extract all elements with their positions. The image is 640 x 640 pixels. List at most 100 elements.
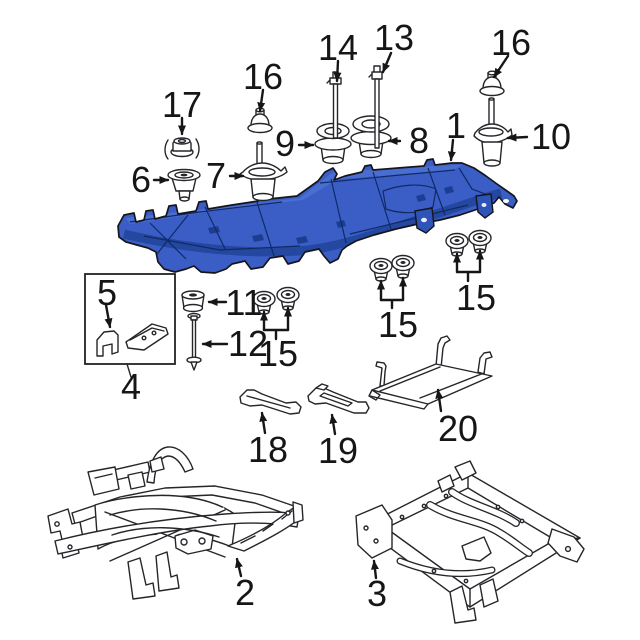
callout-arrow-3 [371, 559, 379, 580]
p17-hole [177, 138, 187, 144]
frame-rear-hook-hole [503, 199, 509, 203]
p3-hole [519, 518, 525, 524]
p3-hole [373, 538, 379, 544]
part-1-frame [117, 158, 518, 274]
p2-left-box [87, 466, 120, 496]
part-3-rear-crossmember-assembly [355, 460, 585, 624]
callout-label-1: 1 [446, 105, 466, 146]
p16r-dome [482, 76, 502, 90]
frame-cab-mount-bracket [414, 193, 494, 234]
callout-label-17: 17 [162, 84, 202, 125]
part-16-cap-right [479, 70, 505, 97]
callout-label-15c: 15 [456, 277, 496, 318]
callout-label-15a: 15 [258, 333, 298, 374]
p6-hole [180, 173, 188, 177]
part-15-grommet [468, 229, 492, 254]
part-19-brace [307, 383, 370, 414]
p3-center-bracket [461, 536, 492, 562]
part-5-hole [151, 330, 157, 336]
p3-hole [431, 568, 437, 574]
p13-shaft [374, 78, 380, 149]
callout-label-19: 19 [318, 430, 358, 471]
part-5-wedge-bracket [125, 323, 169, 351]
callout-label-10: 10 [531, 116, 571, 157]
callout-label-3: 3 [367, 573, 387, 614]
p2-feet [127, 551, 180, 600]
part-10-body-mount-stud [473, 97, 513, 167]
p3-bottom-crossmember-fill [397, 558, 495, 576]
p2-mid-tabs [127, 456, 165, 490]
callout-bracket-15c [455, 270, 482, 283]
callout-label-7: 7 [206, 155, 226, 196]
part-15-grommet [445, 232, 469, 257]
p12-head-side [190, 315, 198, 321]
callout-label-6: 6 [131, 159, 151, 200]
p20-center-arm [435, 335, 451, 369]
kit-box [84, 273, 176, 365]
p8-body-bottom [360, 149, 382, 159]
callout-label-18: 18 [248, 429, 288, 470]
p14-shaft [332, 83, 339, 139]
callout-arrow-18 [259, 411, 268, 435]
p3-left-box-bracket [355, 504, 393, 559]
part-15-grommet [369, 257, 393, 282]
callout-arrow-14 [333, 59, 342, 83]
p20-plate-lines [379, 366, 485, 399]
part-15-grommet [276, 286, 300, 311]
part-5-clip [96, 330, 119, 357]
p2-near-rail [54, 511, 300, 555]
p3-right-bracket [547, 528, 585, 563]
p3-hole [495, 504, 501, 510]
p8-flange [350, 130, 392, 146]
callout-bracket-15a [262, 328, 290, 341]
p10-flare-inner [478, 127, 504, 137]
p12-tip [190, 361, 198, 371]
callout-bracket-15b [379, 298, 405, 310]
p2-hole [198, 537, 206, 545]
p7-stud-top [256, 141, 263, 145]
p3-hole [443, 493, 449, 499]
callout-arrow-19 [329, 413, 338, 436]
p11-hole [189, 293, 197, 297]
p13-clip-head [371, 65, 383, 80]
callout-label-20: 20 [438, 408, 478, 449]
p11-bottom [182, 303, 204, 313]
p3-hole [399, 514, 405, 520]
callout-label-8: 8 [409, 120, 429, 161]
part-12-bolt [186, 312, 202, 371]
callout-arrow-2 [235, 557, 243, 578]
p19-strip [307, 387, 370, 414]
callout-label-4: 4 [121, 366, 141, 407]
part-2-front-crossmember-assembly [47, 446, 304, 600]
p16l-dome [250, 113, 270, 127]
p7-body-bottom [252, 192, 274, 202]
callout-label-5: 5 [97, 272, 117, 313]
frame-body [118, 159, 517, 273]
part-4-bracket-kit-box [84, 273, 176, 378]
p14-hook [326, 79, 331, 84]
p2-right-end-cap [292, 501, 304, 524]
frame-bracket-hole [421, 217, 427, 223]
part-5-hole [141, 335, 147, 341]
p2-hole [180, 538, 188, 546]
part-7-body-mount-stud [239, 141, 288, 202]
callout-label-13: 13 [374, 17, 414, 58]
p13-hook [368, 73, 373, 78]
frame-side-shade [122, 188, 503, 257]
p18-fold-line [246, 395, 291, 409]
callout-labels: 1 2 3 4 5 6 7 8 9 10 11 12 13 14 15 15 1… [97, 17, 571, 614]
p19-slot [319, 392, 353, 407]
callout-arrow-16b [492, 54, 510, 79]
p2-hole [67, 544, 73, 550]
p10-stud [488, 98, 495, 127]
p7-flare-inner [248, 167, 276, 177]
callout-arrow-20 [435, 388, 444, 413]
p14-clip-head [329, 71, 342, 85]
p20-bottom-edge [369, 395, 429, 410]
p16r-flange [479, 85, 505, 97]
part-13-bolt [368, 65, 383, 149]
callout-label-16b: 16 [491, 22, 531, 63]
p3-hole [564, 545, 572, 553]
p2-steering-bracket [174, 529, 214, 555]
